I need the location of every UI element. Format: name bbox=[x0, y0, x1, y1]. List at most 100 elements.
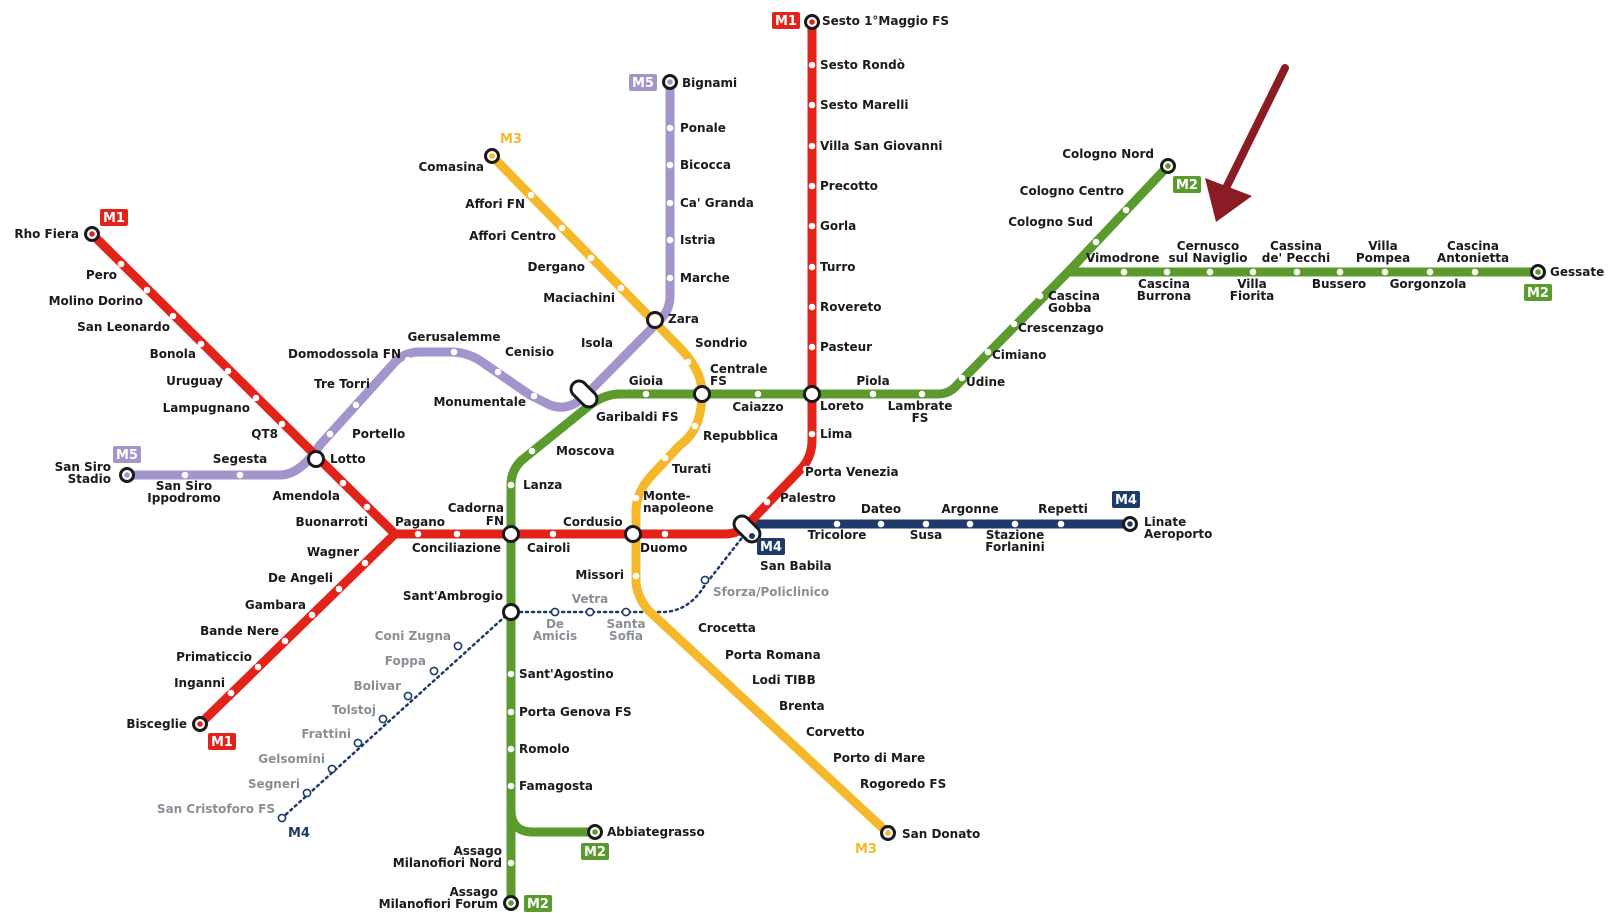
station-loreto: Loreto bbox=[820, 399, 864, 413]
station-ca-granda: Ca' Granda bbox=[680, 196, 754, 210]
m4-west-stations bbox=[277, 575, 710, 823]
station-tolstoj: Tolstoj bbox=[332, 703, 376, 717]
station-stazione-forlanini: Stazione bbox=[986, 528, 1045, 542]
station-segesta: Segesta bbox=[213, 452, 268, 466]
station-labels: Sesto 1°Maggio FS Sesto Rondò Sesto Mare… bbox=[14, 14, 1604, 911]
station-moscova: Moscova bbox=[556, 444, 615, 458]
station-gambara: Gambara bbox=[245, 598, 306, 612]
station-cascina-gobba-2: Gobba bbox=[1048, 301, 1091, 315]
station-dateo: Dateo bbox=[861, 502, 901, 516]
station-missori: Missori bbox=[575, 568, 624, 582]
station-garibaldi: Garibaldi FS bbox=[596, 410, 679, 424]
station-wagner: Wagner bbox=[307, 545, 359, 559]
station-gorgonzola: Gorgonzola bbox=[1390, 277, 1467, 291]
m4-line-west-dotted bbox=[280, 532, 747, 820]
station-assago-forum-2: Milanofiori Forum bbox=[379, 897, 498, 911]
badge-m1-rho: M1 bbox=[103, 211, 125, 226]
station-cernusco: Cernusco bbox=[1177, 239, 1239, 253]
m2-line-main bbox=[506, 161, 1173, 908]
station-cascina-burrona: Cascina bbox=[1138, 277, 1190, 291]
station-linate-2: Aeroporto bbox=[1144, 527, 1212, 541]
station-bicocca: Bicocca bbox=[680, 158, 731, 172]
san-babila-m4-dot bbox=[749, 533, 755, 539]
station-cascina-gobba: Cascina bbox=[1048, 289, 1100, 303]
station-sant-ambrogio: Sant'Ambrogio bbox=[403, 589, 503, 603]
station-villa-san-giovanni: Villa San Giovanni bbox=[820, 139, 942, 153]
station-bignami: Bignami bbox=[682, 76, 737, 90]
station-san-cristoforo: San Cristoforo FS bbox=[157, 802, 275, 816]
line-m2 bbox=[506, 161, 1543, 908]
station-ponale: Ponale bbox=[680, 121, 726, 135]
station-sant-agostino: Sant'Agostino bbox=[519, 667, 614, 681]
badge-m2-abbiategrasso: M2 bbox=[584, 845, 606, 860]
station-rovereto: Rovereto bbox=[820, 300, 881, 314]
station-assago-nord: Assago bbox=[453, 844, 502, 858]
station-de-amicis-2: Amicis bbox=[533, 629, 577, 643]
badge-m4-linate: M4 bbox=[1115, 493, 1137, 508]
station-sforza: Sforza/Policlinico bbox=[713, 585, 829, 599]
station-affori-fn: Affori FN bbox=[465, 197, 525, 211]
station-inganni: Inganni bbox=[174, 676, 225, 690]
station-cologno-nord: Cologno Nord bbox=[1062, 147, 1154, 161]
station-assago-nord-2: Milanofiori Nord bbox=[393, 856, 502, 870]
station-villa-fiorita-2: Fiorita bbox=[1230, 289, 1274, 303]
station-gessate: Gessate bbox=[1550, 265, 1604, 279]
station-turro: Turro bbox=[820, 260, 856, 274]
station-villa-fiorita: Villa bbox=[1237, 277, 1267, 291]
station-comasina: Comasina bbox=[418, 160, 484, 174]
line-m5 bbox=[122, 77, 675, 480]
station-pero: Pero bbox=[86, 268, 117, 282]
station-stazione-forlanini-2: Forlanini bbox=[985, 540, 1044, 554]
station-segneri: Segneri bbox=[248, 777, 300, 791]
station-porta-genova: Porta Genova FS bbox=[519, 705, 632, 719]
station-piola: Piola bbox=[856, 374, 889, 388]
station-san-siro-stadio: San Siro bbox=[55, 460, 111, 474]
m2-line-abbiategrasso bbox=[506, 805, 600, 837]
station-frattini: Frattini bbox=[301, 727, 351, 741]
station-portello: Portello bbox=[352, 427, 405, 441]
station-molino-dorino: Molino Dorino bbox=[49, 294, 143, 308]
station-sesto-rondo: Sesto Rondò bbox=[820, 58, 905, 72]
badge-m3-sandonato: M3 bbox=[855, 842, 877, 857]
station-brenta: Brenta bbox=[779, 699, 825, 713]
line-m4 bbox=[280, 519, 1135, 820]
station-crocetta: Crocetta bbox=[698, 621, 756, 635]
station-gelsomini: Gelsomini bbox=[258, 752, 325, 766]
station-bussero: Bussero bbox=[1312, 277, 1366, 291]
station-tricolore: Tricolore bbox=[808, 528, 867, 542]
station-precotto: Precotto bbox=[820, 179, 878, 193]
station-villa-pompea: Villa bbox=[1368, 239, 1398, 253]
station-san-siro-ippodromo: San Siro bbox=[156, 479, 212, 493]
station-marche: Marche bbox=[680, 271, 730, 285]
station-bisceglie: Bisceglie bbox=[126, 717, 187, 731]
station-qt8: QT8 bbox=[251, 427, 278, 441]
terminal-centres bbox=[89, 19, 1541, 906]
station-abbiategrasso: Abbiategrasso bbox=[607, 825, 705, 839]
station-san-leonardo: San Leonardo bbox=[77, 320, 170, 334]
station-lanza: Lanza bbox=[523, 478, 562, 492]
station-susa: Susa bbox=[910, 528, 942, 542]
station-corvetto: Corvetto bbox=[806, 725, 865, 739]
station-cenisio: Cenisio bbox=[505, 345, 554, 359]
badge-m2-assago: M2 bbox=[527, 897, 549, 912]
station-centrale-fs: FS bbox=[710, 374, 727, 388]
station-cairoli: Cairoli bbox=[527, 541, 570, 555]
station-porto-di-mare: Porto di Mare bbox=[833, 751, 925, 765]
station-argonne: Argonne bbox=[941, 502, 998, 516]
station-bonola: Bonola bbox=[150, 347, 196, 361]
station-zara: Zara bbox=[668, 312, 699, 326]
station-cimiano: Cimiano bbox=[992, 348, 1046, 362]
station-bolivar: Bolivar bbox=[354, 679, 402, 693]
station-vetra: Vetra bbox=[572, 592, 609, 606]
station-crescenzago: Crescenzago bbox=[1018, 321, 1104, 335]
badge-m5-bignami: M5 bbox=[632, 76, 654, 91]
badge-m4-sancristoforo: M4 bbox=[288, 826, 310, 841]
station-foppa: Foppa bbox=[385, 654, 426, 668]
station-pasteur: Pasteur bbox=[820, 340, 872, 354]
station-lambrate: Lambrate bbox=[888, 399, 953, 413]
station-cadorna: Cadorna bbox=[448, 501, 504, 515]
station-cologno-sud: Cologno Sud bbox=[1008, 215, 1093, 229]
line-m3 bbox=[487, 151, 893, 838]
m3-line bbox=[487, 151, 893, 838]
station-montenapoleone: Monte- bbox=[643, 489, 691, 503]
